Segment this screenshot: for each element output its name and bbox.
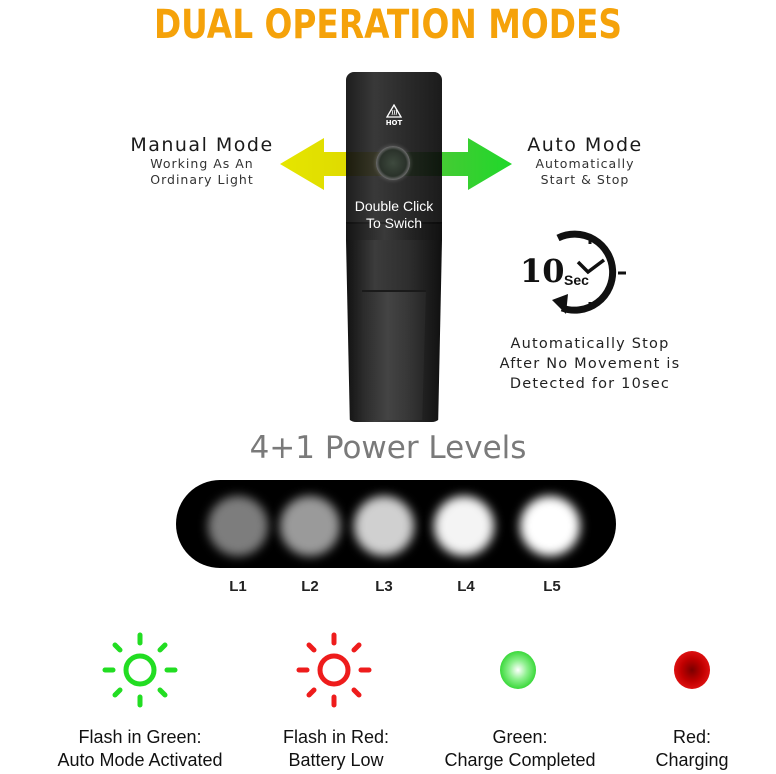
switch-instruction: Double Click To Swich [346,198,442,232]
level-dot-l4 [434,496,494,556]
mode-switch-button[interactable] [376,146,410,180]
indicator-label-flash-green: Flash in Green: Auto Mode Activated [40,726,240,772]
indicator-flash-green [50,630,230,710]
indicator-label-line2: Charging [655,750,729,770]
page-title: DUAL OPERATION MODES [153,2,623,48]
hot-warning: HOT [378,104,410,127]
auto-mode-arrow-icon [392,138,512,190]
indicator-label-line1: Flash in Green: [78,727,202,747]
auto-stop-line1: Automatically Stop [510,336,670,352]
auto-mode-desc-1: Automatically [535,156,635,171]
indicator-label-line2: Auto Mode Activated [57,750,223,770]
hot-warning-icon [386,104,402,118]
timer-unit: Sec [564,272,589,288]
auto-mode-title: Auto Mode [527,134,643,156]
level-dot-l1 [208,496,268,556]
indicator-flash-red [244,630,424,710]
indicator-label-line1: Flash in Red: [282,727,390,747]
auto-stop-line2: After No Movement is [499,356,681,372]
manual-mode-title: Manual Mode [130,134,274,156]
level-label-l4: L4 [457,578,475,595]
flashlight-grip [362,290,426,420]
indicator-label-flash-red: Flash in Red: Battery Low [236,726,436,772]
manual-mode-label: Manual Mode Working As An Ordinary Light [118,134,286,188]
power-levels-title: 4+1 Power Levels [249,430,527,466]
sun-flash-red-icon [296,632,372,708]
level-label-l3: L3 [375,578,393,595]
indicator-label-line2: Battery Low [288,750,384,770]
manual-mode-desc-2: Ordinary Light [150,172,254,187]
sun-flash-green-icon [102,632,178,708]
timer-10sec: 10 Sec [518,228,632,318]
indicator-red-solid [602,630,776,710]
red-dot-icon [674,651,710,689]
hot-label: HOT [385,119,403,127]
power-levels-bar [176,480,616,568]
level-dot-l2 [280,496,340,556]
timer-number: 10 [520,252,565,290]
indicator-label-line1: Green: [492,727,548,747]
green-dot-icon [500,651,536,689]
flashlight-ring [346,222,442,240]
level-label-l1: L1 [229,578,247,595]
level-dot-l3 [354,496,414,556]
switch-instruction-line1: Double Click [354,198,434,214]
indicator-label-red: Red: Charging [592,726,776,772]
indicator-label-green: Green: Charge Completed [420,726,620,772]
switch-instruction-line2: To Swich [365,215,423,231]
manual-mode-arrow-icon [280,138,400,190]
auto-mode-label: Auto Mode Automatically Start & Stop [505,134,665,188]
manual-mode-desc-1: Working As An [150,156,254,171]
level-label-l2: L2 [301,578,319,595]
level-label-l5: L5 [543,578,561,595]
level-dot-l5 [520,496,580,556]
indicator-label-line1: Red: [672,727,712,747]
auto-stop-line3: Detected for 10sec [509,376,671,392]
auto-mode-desc-2: Start & Stop [540,172,630,187]
indicator-green-solid [428,630,608,710]
clock-timer-icon [552,230,626,314]
indicator-label-line2: Charge Completed [444,750,596,770]
auto-stop-description: Automatically Stop After No Movement is … [470,334,710,394]
